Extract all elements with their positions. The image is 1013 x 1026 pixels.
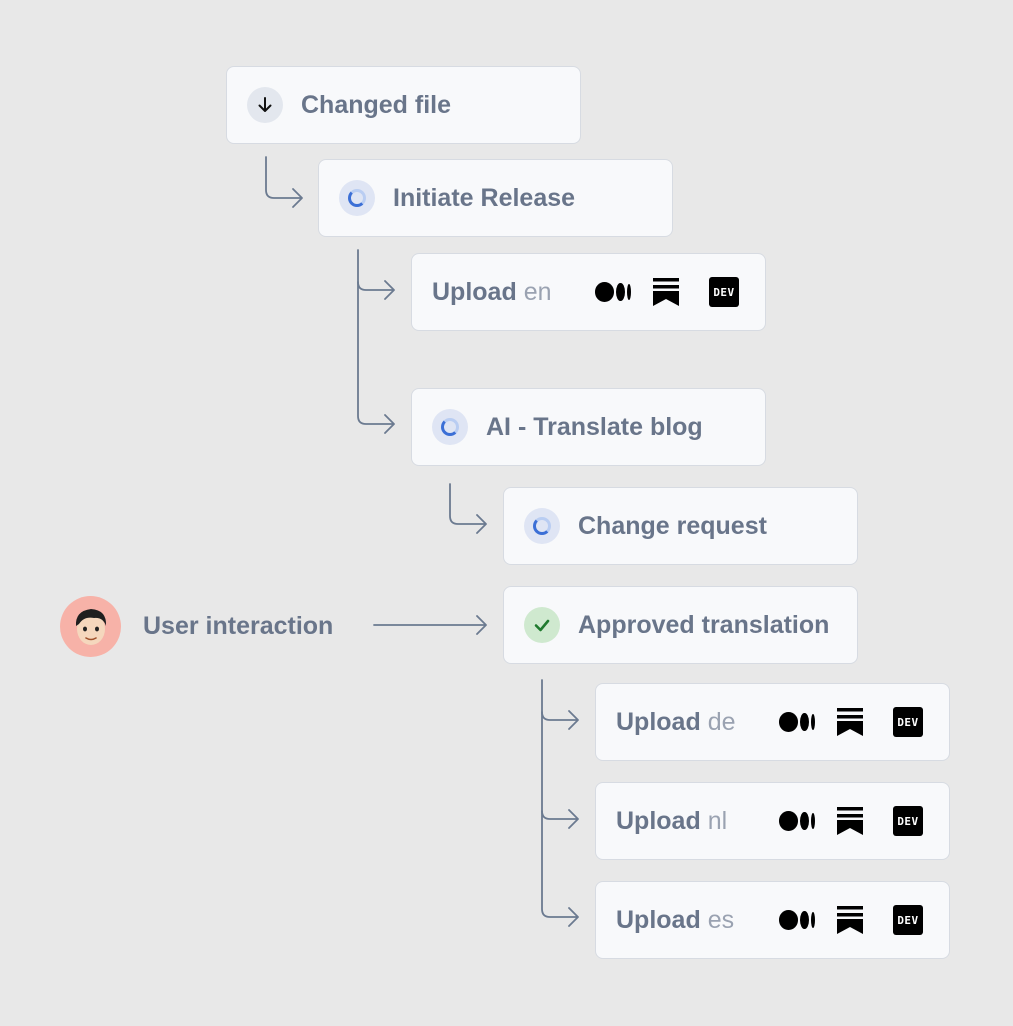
lang-code: de bbox=[707, 707, 736, 736]
substack-icon bbox=[837, 906, 863, 934]
dev-icon: DEV bbox=[893, 905, 923, 935]
spinner-icon bbox=[339, 180, 375, 216]
arrow-down-icon bbox=[247, 87, 283, 123]
node-approved-translation[interactable]: Approved translation bbox=[503, 586, 858, 664]
lang-code: nl bbox=[707, 806, 728, 835]
check-icon bbox=[524, 607, 560, 643]
spinner-icon bbox=[524, 508, 560, 544]
connector-user-to-approved bbox=[373, 615, 487, 635]
platform-icons: DEV bbox=[779, 707, 923, 737]
platform-icons: DEV bbox=[779, 905, 923, 935]
lang-code: en bbox=[523, 277, 552, 306]
node-label: Changed file bbox=[301, 90, 452, 119]
node-label: Initiate Release bbox=[393, 183, 576, 212]
dev-icon: DEV bbox=[893, 707, 923, 737]
spinner-icon bbox=[432, 409, 468, 445]
medium-icon bbox=[779, 811, 815, 831]
connector-ai-to-change bbox=[449, 483, 487, 534]
connector-approved-to-de bbox=[541, 679, 579, 730]
node-ai-translate[interactable]: AI - Translate blog bbox=[411, 388, 766, 466]
node-changed-file[interactable]: Changed file bbox=[226, 66, 581, 144]
node-initiate-release[interactable]: Initiate Release bbox=[318, 159, 673, 237]
dev-icon: DEV bbox=[893, 806, 923, 836]
connector-changed-to-initiate bbox=[265, 156, 303, 208]
node-label: Change request bbox=[578, 511, 767, 540]
platform-icons: DEV bbox=[779, 806, 923, 836]
connector-initiate-to-ai bbox=[357, 281, 395, 434]
user-label: User interaction bbox=[143, 612, 334, 640]
connector-initiate-to-upload-en bbox=[357, 249, 395, 300]
avatar bbox=[60, 596, 121, 657]
user-interaction: User interaction bbox=[60, 596, 333, 657]
medium-icon bbox=[779, 712, 815, 732]
connector-approved-to-nl bbox=[541, 711, 579, 829]
medium-icon bbox=[779, 910, 815, 930]
node-label: Approved translation bbox=[578, 610, 830, 639]
connector-approved-to-es bbox=[541, 810, 579, 927]
node-label: AI - Translate blog bbox=[486, 412, 703, 441]
lang-code: es bbox=[707, 905, 735, 934]
substack-icon bbox=[837, 708, 863, 736]
dev-icon: DEV bbox=[709, 277, 739, 307]
platform-icons: DEV bbox=[595, 277, 739, 307]
substack-icon bbox=[653, 278, 679, 306]
node-change-request[interactable]: Change request bbox=[503, 487, 858, 565]
medium-icon bbox=[595, 282, 631, 302]
substack-icon bbox=[837, 807, 863, 835]
